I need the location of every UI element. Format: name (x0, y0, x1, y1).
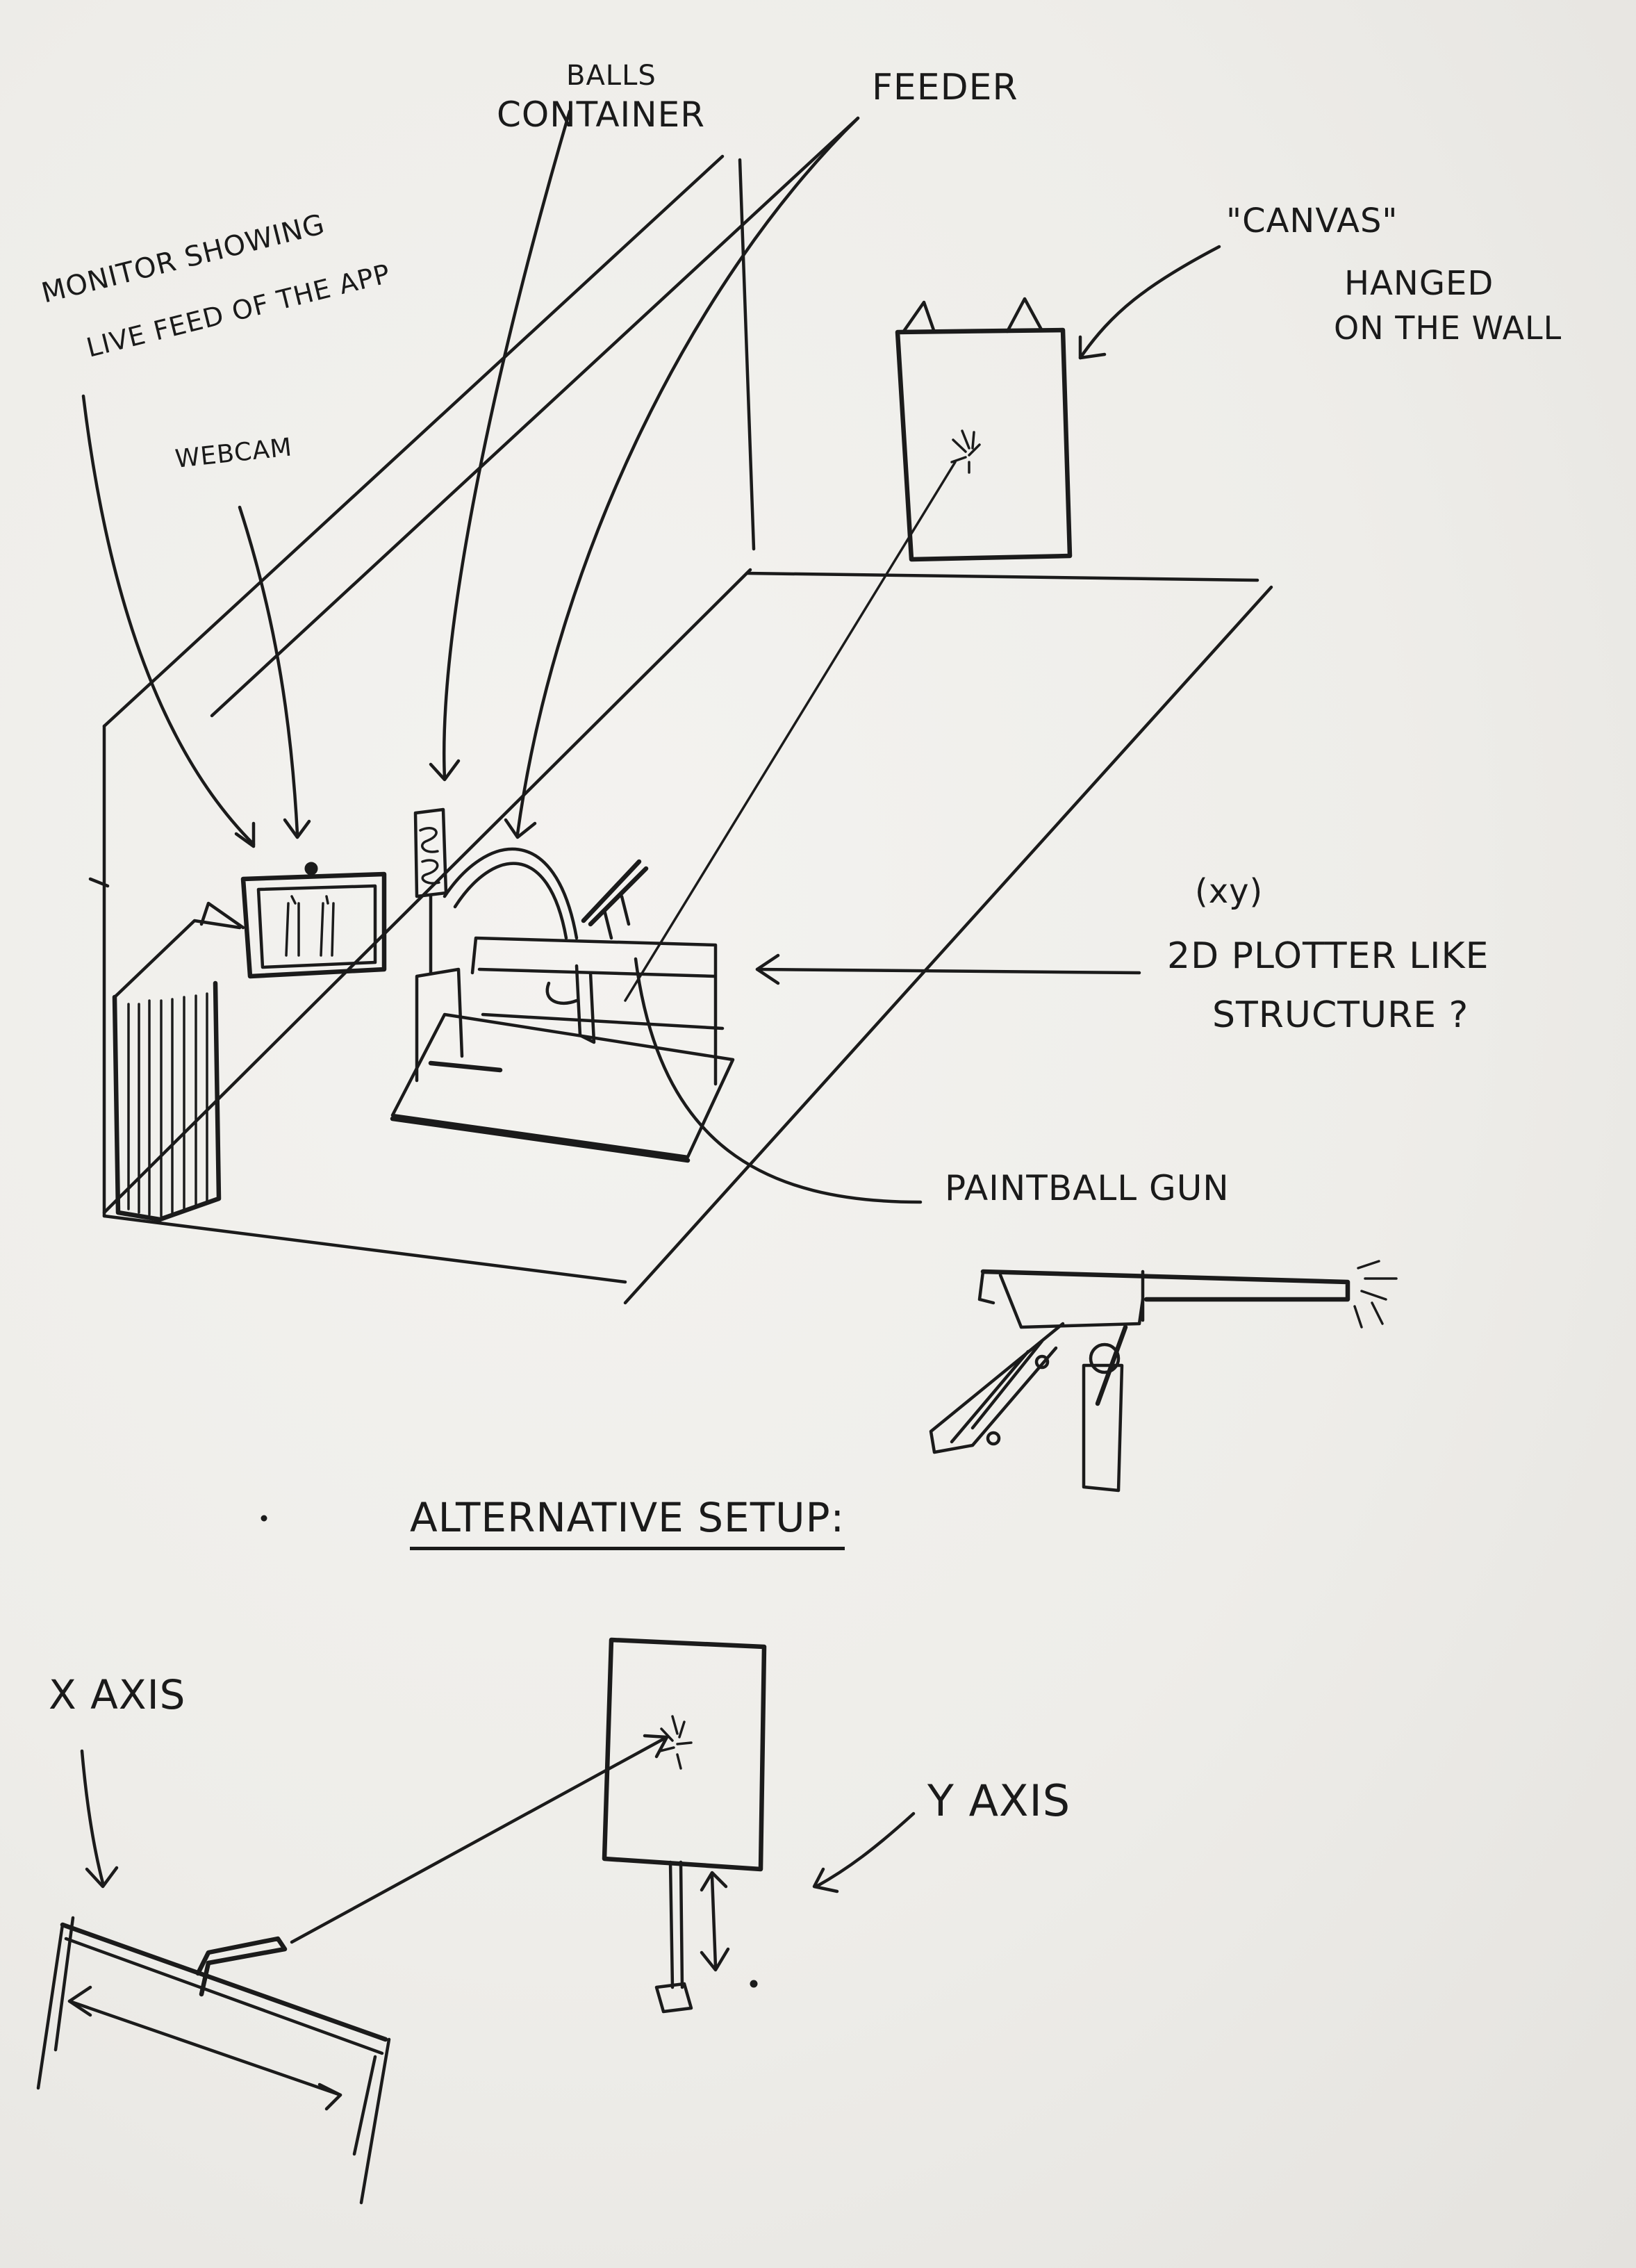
label-y-axis: Y AXIS (927, 1775, 1071, 1826)
desk-drawing (112, 901, 245, 1222)
alt-canvas-drawing (602, 1637, 767, 2014)
label-balls: BALLS (566, 60, 656, 92)
ball-container-drawing (413, 807, 448, 975)
alt-leader-lines (80, 1749, 916, 1893)
label-container: CONTAINER (497, 94, 706, 135)
plotter-gun (581, 859, 649, 940)
label-hanged: HANGED (1344, 264, 1494, 303)
label-paintball-gun: PAINTBALL GUN (945, 1168, 1230, 1208)
label-on-the-wall: ON THE WALL (1334, 309, 1562, 347)
alt-shot-line (290, 1734, 669, 1944)
leader-lines (81, 109, 1221, 1204)
canvas-on-wall (895, 297, 1073, 562)
ink-dot (750, 1980, 758, 1988)
ink-dot (261, 1515, 267, 1522)
label-x-axis: X AXIS (49, 1671, 186, 1718)
plotter-structure (390, 936, 735, 1163)
room-outline (102, 116, 1273, 1305)
label-structure: STRUCTURE ? (1212, 994, 1469, 1036)
alt-rail-drawing (36, 1916, 391, 2205)
shot-line (624, 461, 957, 1002)
label-canvas: "CANVAS" (1226, 202, 1398, 240)
feeder-hose (443, 847, 579, 940)
arrowheads (88, 335, 1107, 985)
label-feeder: FEEDER (872, 67, 1018, 108)
label-alternative-setup: ALTERNATIVE SETUP: (410, 1494, 845, 1550)
label-2d-plotter: 2D PLOTTER LIKE (1167, 935, 1489, 977)
paintball-gun-drawing (929, 1260, 1398, 1493)
label-xy: (xy) (1195, 872, 1264, 911)
monitor-drawing (240, 862, 387, 979)
